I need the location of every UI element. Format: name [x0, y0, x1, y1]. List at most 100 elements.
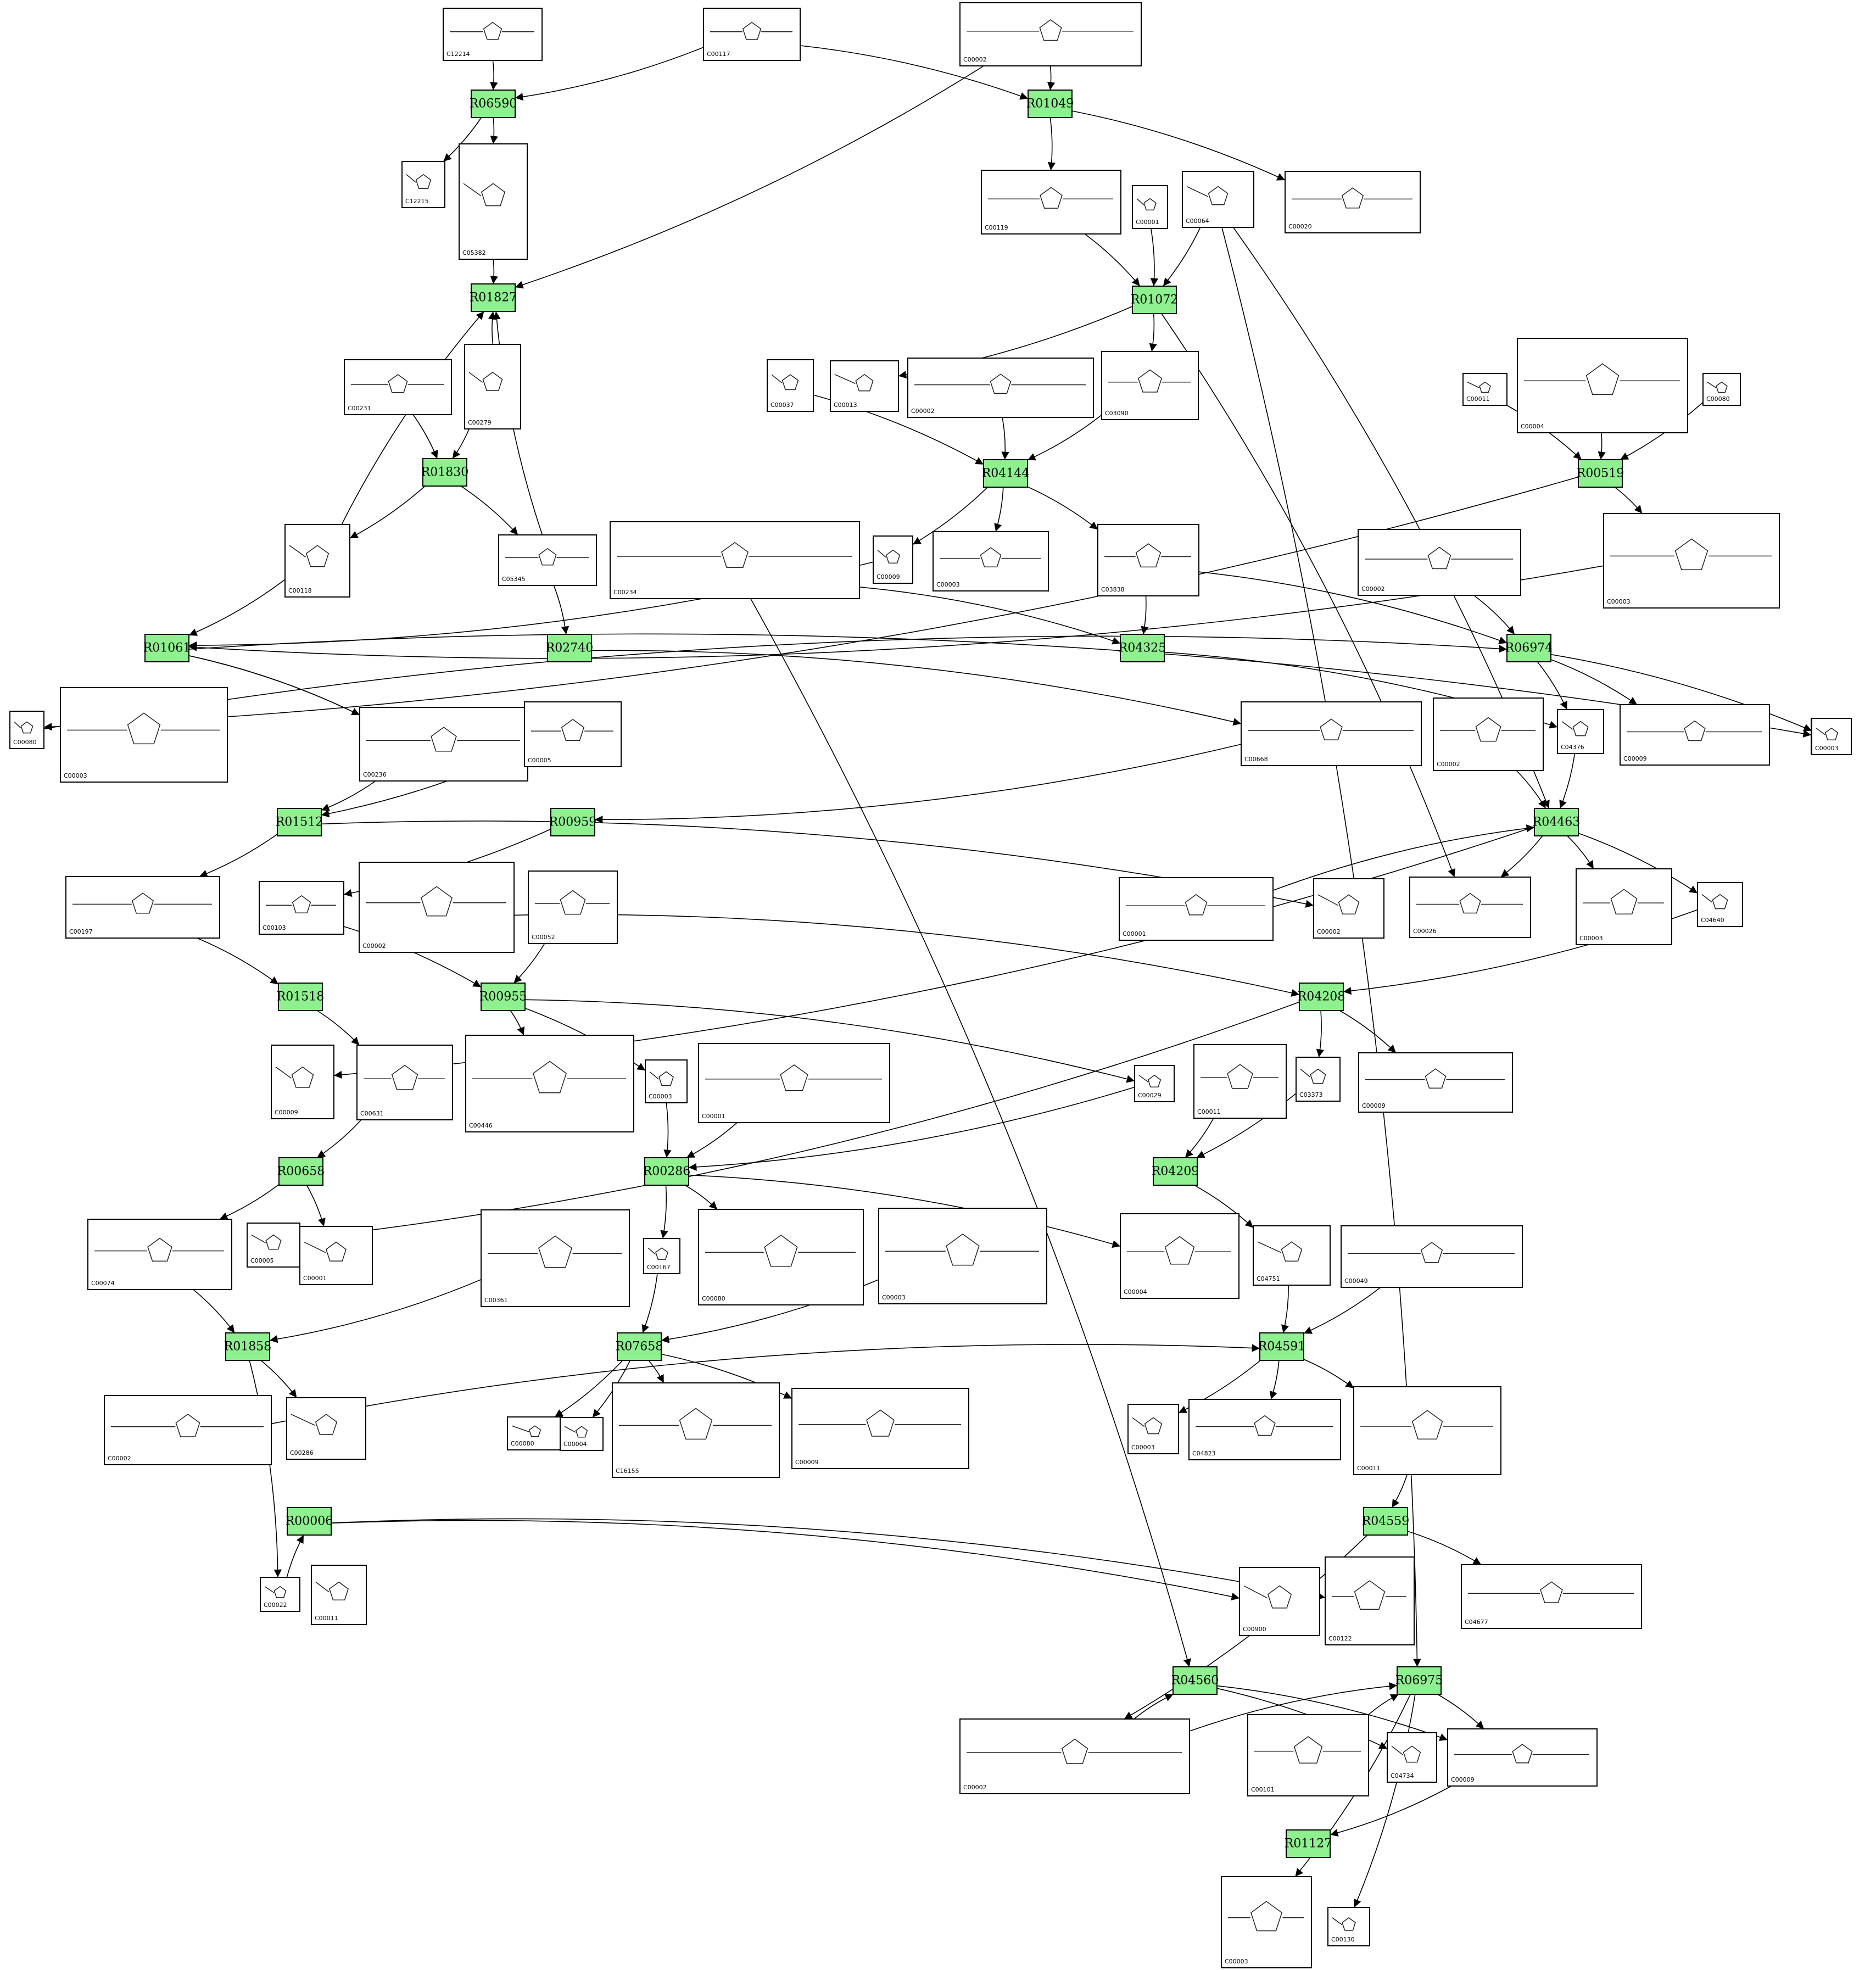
compound-c00020[interactable]: C00020: [1285, 171, 1421, 233]
compound-c00197[interactable]: C00197: [65, 876, 220, 939]
compound-c00004[interactable]: C00004: [1120, 1213, 1240, 1299]
reaction-r07658[interactable]: R07658: [616, 1332, 663, 1361]
compound-c03838[interactable]: C03838: [1097, 524, 1199, 596]
compound-c00004[interactable]: C00004: [560, 1417, 604, 1451]
compound-c00005[interactable]: C00005: [524, 701, 622, 767]
compound-c00001[interactable]: C00001: [299, 1226, 373, 1285]
reaction-r04560[interactable]: R04560: [1171, 1666, 1219, 1695]
compound-c00049[interactable]: C00049: [1341, 1225, 1523, 1288]
compound-c00103[interactable]: C00103: [259, 881, 344, 935]
compound-c00003[interactable]: C00003: [878, 1208, 1047, 1304]
compound-c00004[interactable]: C00004: [1517, 338, 1688, 433]
compound-c00026[interactable]: C00026: [1409, 877, 1531, 938]
compound-c00234[interactable]: C00234: [610, 521, 860, 599]
compound-c12215[interactable]: C12215: [401, 161, 445, 208]
compound-c00009[interactable]: C00009: [271, 1045, 334, 1119]
compound-c00119[interactable]: C00119: [981, 170, 1121, 235]
compound-c00236[interactable]: C00236: [359, 707, 528, 782]
compound-c00002[interactable]: C00002: [359, 862, 515, 953]
reaction-r01827[interactable]: R01827: [470, 283, 517, 312]
reaction-r06975[interactable]: R06975: [1395, 1666, 1443, 1695]
compound-c03373[interactable]: C03373: [1296, 1057, 1341, 1102]
compound-c00279[interactable]: C00279: [464, 344, 521, 429]
compound-c00101[interactable]: C00101: [1247, 1714, 1369, 1796]
compound-c00003[interactable]: C00003: [1221, 1876, 1312, 1968]
compound-c04376[interactable]: C04376: [1557, 709, 1604, 754]
compound-c05382[interactable]: C05382: [459, 143, 528, 260]
compound-c00064[interactable]: C00064: [1182, 171, 1254, 228]
compound-c16155[interactable]: C16155: [612, 1382, 780, 1478]
reaction-r01512[interactable]: R01512: [276, 808, 323, 836]
reaction-r02740[interactable]: R02740: [546, 634, 594, 662]
reaction-r06974[interactable]: R06974: [1505, 634, 1553, 662]
compound-c00011[interactable]: C00011: [1462, 373, 1508, 406]
compound-c00003[interactable]: C00003: [645, 1059, 688, 1103]
reaction-r01858[interactable]: R01858: [224, 1332, 272, 1361]
compound-c00011[interactable]: C00011: [1353, 1386, 1501, 1475]
compound-c00009[interactable]: C00009: [1620, 704, 1770, 766]
compound-c05345[interactable]: C05345: [498, 534, 597, 586]
compound-c04734[interactable]: C04734: [1387, 1732, 1437, 1783]
compound-c00009[interactable]: C00009: [1447, 1728, 1598, 1787]
compound-c00013[interactable]: C00013: [830, 360, 899, 412]
compound-c00002[interactable]: C00002: [959, 1718, 1190, 1794]
reaction-r04144[interactable]: R04144: [982, 459, 1030, 488]
compound-c03090[interactable]: C03090: [1101, 351, 1199, 420]
reaction-r00658[interactable]: R00658: [277, 1157, 325, 1186]
compound-c00002[interactable]: C00002: [1433, 697, 1544, 771]
compound-c00286[interactable]: C00286: [286, 1397, 366, 1460]
reaction-r01061[interactable]: R01061: [143, 634, 191, 662]
compound-c00001[interactable]: C00001: [698, 1043, 890, 1123]
compound-c00009[interactable]: C00009: [873, 535, 913, 584]
compound-c12214[interactable]: C12214: [443, 8, 543, 61]
compound-c00003[interactable]: C00003: [1811, 718, 1852, 755]
compound-c04823[interactable]: C04823: [1188, 1399, 1341, 1460]
compound-c00074[interactable]: C00074: [87, 1219, 232, 1290]
compound-c00003[interactable]: C00003: [1576, 868, 1672, 945]
reaction-r01049[interactable]: R01049: [1026, 90, 1074, 118]
compound-c04640[interactable]: C04640: [1697, 882, 1743, 927]
reaction-r00959[interactable]: R00959: [549, 808, 597, 836]
compound-c00052[interactable]: C00052: [528, 870, 618, 944]
reaction-r00519[interactable]: R00519: [1577, 459, 1624, 488]
reaction-r04209[interactable]: R04209: [1152, 1157, 1199, 1186]
reaction-r00286[interactable]: R00286: [643, 1157, 691, 1186]
compound-c04751[interactable]: C04751: [1253, 1225, 1331, 1286]
compound-c00003[interactable]: C00003: [933, 531, 1049, 591]
compound-c00080[interactable]: C00080: [507, 1416, 563, 1450]
compound-c00009[interactable]: C00009: [791, 1388, 969, 1469]
reaction-r00006[interactable]: R00006: [286, 1507, 333, 1536]
reaction-r06590[interactable]: R06590: [470, 90, 517, 118]
compound-c00668[interactable]: C00668: [1241, 701, 1422, 766]
reaction-r04208[interactable]: R04208: [1298, 983, 1345, 1011]
compound-c00167[interactable]: C00167: [643, 1238, 680, 1274]
compound-c00080[interactable]: C00080: [698, 1209, 864, 1305]
reaction-r01072[interactable]: R01072: [1131, 286, 1179, 314]
compound-c00003[interactable]: C00003: [1603, 513, 1780, 609]
compound-c00117[interactable]: C00117: [703, 8, 801, 61]
compound-c00002[interactable]: C00002: [959, 2, 1142, 66]
compound-c00002[interactable]: C00002: [1313, 878, 1384, 939]
compound-c00122[interactable]: C00122: [1325, 1556, 1415, 1645]
reaction-r04591[interactable]: R04591: [1258, 1332, 1306, 1361]
compound-c00037[interactable]: C00037: [767, 359, 814, 412]
reaction-r04325[interactable]: R04325: [1119, 634, 1166, 662]
compound-c00002[interactable]: C00002: [1358, 529, 1521, 596]
compound-c00011[interactable]: C00011: [1193, 1044, 1287, 1119]
reaction-r01518[interactable]: R01518: [277, 983, 325, 1011]
compound-c00003[interactable]: C00003: [60, 687, 228, 783]
reaction-r01127[interactable]: R01127: [1285, 1829, 1332, 1858]
compound-c00011[interactable]: C00011: [311, 1565, 367, 1625]
compound-c00900[interactable]: C00900: [1239, 1567, 1320, 1636]
reaction-r00955[interactable]: R00955: [479, 983, 527, 1011]
compound-c00001[interactable]: C00001: [1119, 877, 1274, 941]
compound-c00029[interactable]: C00029: [1134, 1065, 1175, 1102]
compound-c00001[interactable]: C00001: [1132, 185, 1168, 229]
reaction-r04559[interactable]: R04559: [1362, 1507, 1410, 1536]
compound-c00361[interactable]: C00361: [481, 1209, 630, 1307]
reaction-r01830[interactable]: R01830: [421, 458, 469, 487]
compound-c00009[interactable]: C00009: [1358, 1052, 1513, 1113]
reaction-r04463[interactable]: R04463: [1533, 808, 1581, 836]
compound-c00130[interactable]: C00130: [1327, 1907, 1370, 1946]
compound-c00003[interactable]: C00003: [1127, 1404, 1179, 1454]
